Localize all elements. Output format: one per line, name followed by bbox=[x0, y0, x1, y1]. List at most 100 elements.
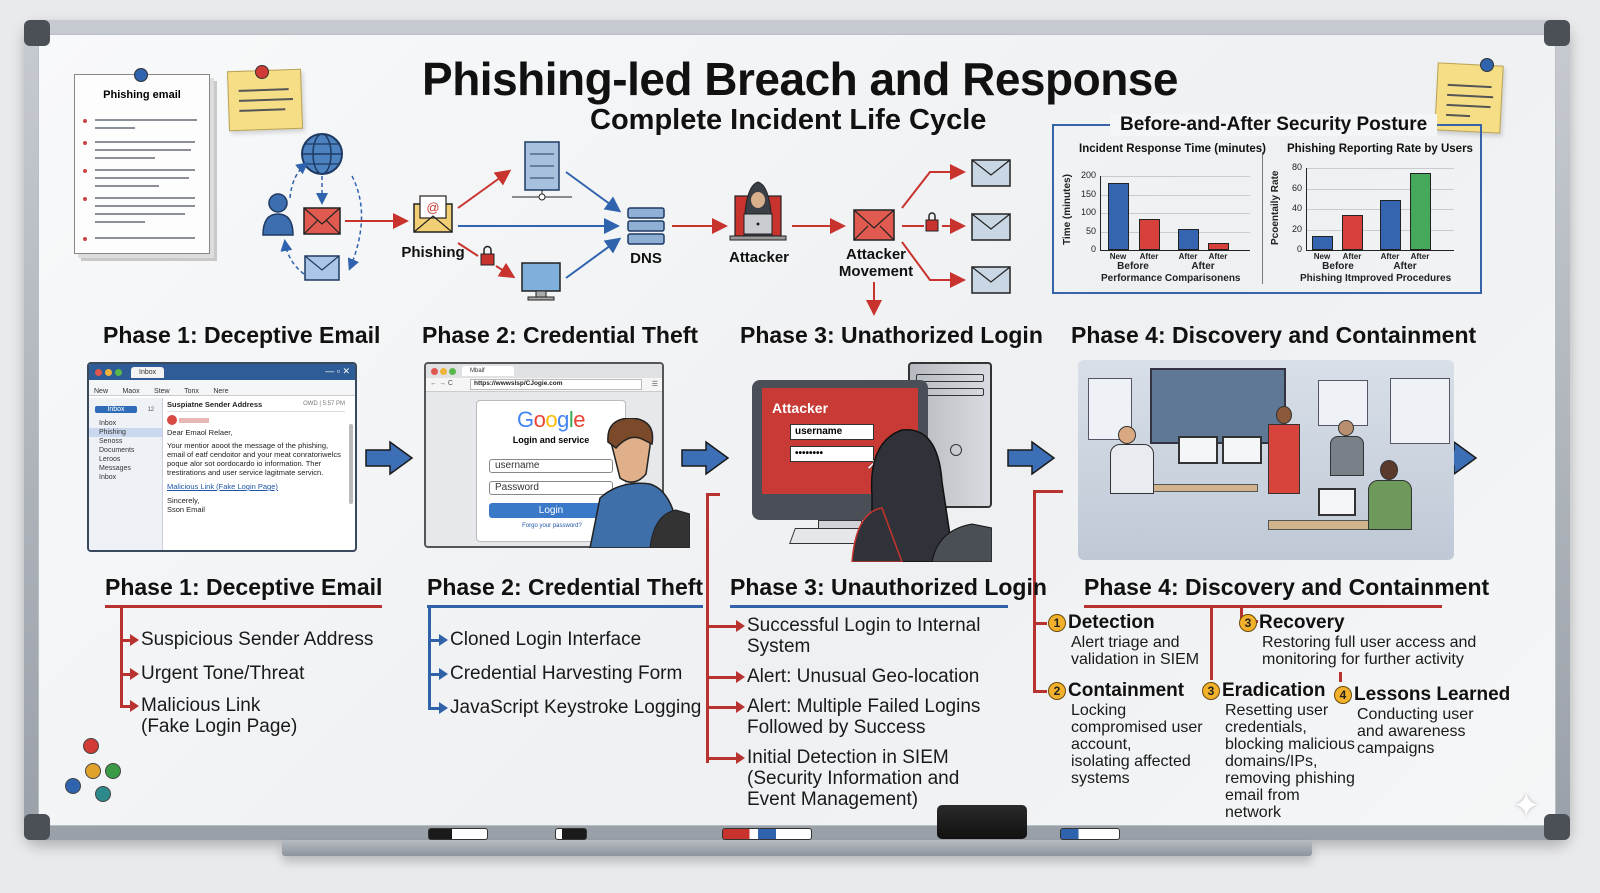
blue-pushpin bbox=[134, 68, 148, 82]
y-tick-label: 200 bbox=[1080, 170, 1096, 180]
power-button[interactable] bbox=[950, 444, 962, 456]
red-magnet[interactable] bbox=[83, 738, 99, 754]
text-line bbox=[95, 119, 197, 121]
phase3-title: Phase 3: Unauthorized Login bbox=[730, 574, 1047, 608]
browser-tab[interactable]: Mbaif bbox=[462, 366, 514, 376]
bullet-item: Alert: Unusual Geo-location bbox=[747, 666, 980, 687]
blue-magnet[interactable] bbox=[65, 778, 81, 794]
username-field[interactable]: username bbox=[489, 459, 613, 473]
phase4-tree-line bbox=[1033, 622, 1047, 625]
bullet-dot bbox=[83, 197, 87, 201]
forgot-password-link[interactable]: Forgo your password? bbox=[522, 523, 582, 529]
step-title: Containment bbox=[1068, 680, 1185, 701]
bullet-dot bbox=[83, 169, 87, 173]
folder-item-phishing[interactable]: Phishing bbox=[89, 428, 162, 437]
step-number-badge: 3 bbox=[1239, 614, 1257, 632]
x-tick-label: After bbox=[1139, 252, 1159, 261]
email-titlebar: Inbox — ▫ ✕ bbox=[89, 364, 355, 380]
gridline bbox=[1100, 231, 1250, 233]
arrow-head-icon bbox=[439, 668, 448, 680]
black-marker-cap[interactable] bbox=[555, 828, 587, 840]
email-signoff: Sincerely, bbox=[167, 496, 200, 506]
password-field[interactable]: Password bbox=[489, 481, 613, 495]
bullet-item: Urgent Tone/Threat bbox=[141, 663, 305, 684]
folder-item[interactable]: Inbox bbox=[99, 420, 117, 427]
phase1-tree-line bbox=[120, 605, 123, 708]
x-group-label: After bbox=[1191, 261, 1215, 272]
folder-item[interactable]: Inbox bbox=[99, 474, 117, 481]
phase1-header: Phase 1: Deceptive Email bbox=[103, 322, 381, 348]
arrow-head-icon bbox=[130, 668, 139, 680]
black-marker[interactable] bbox=[428, 828, 488, 840]
inbox-button[interactable]: Inbox bbox=[95, 406, 137, 413]
bullet-dot bbox=[83, 237, 87, 241]
folder-sidebar: Inbox 12 Inbox Phishing Senoss Documents… bbox=[89, 398, 163, 550]
y-tick-label: 80 bbox=[1291, 162, 1302, 172]
bullet-item: Alert: Multiple Failed Logins Followed b… bbox=[747, 696, 981, 738]
bullet-connector bbox=[706, 757, 737, 760]
nav-back-forward-reload-icon[interactable]: ← → C bbox=[430, 380, 453, 387]
green-magnet[interactable] bbox=[105, 763, 121, 779]
toolbar-new-button[interactable]: New bbox=[94, 388, 109, 395]
maximize-dot[interactable] bbox=[115, 369, 122, 376]
phase4-connector bbox=[1033, 490, 1036, 690]
bullet-connector bbox=[706, 676, 737, 679]
email-tab[interactable]: Inbox bbox=[131, 367, 165, 378]
y-tick-label: 40 bbox=[1291, 203, 1302, 213]
text-line bbox=[95, 197, 195, 199]
phase4-tree-line bbox=[1339, 672, 1342, 682]
menu-icon[interactable]: ☰ bbox=[651, 381, 658, 388]
compromised-email-icon bbox=[853, 209, 895, 241]
hacker-icon bbox=[729, 181, 787, 241]
gridline bbox=[1100, 194, 1250, 196]
orange-magnet[interactable] bbox=[85, 763, 101, 779]
step-desc: Locking compromised user account, isolat… bbox=[1071, 702, 1203, 787]
phase4-header: Phase 4: Discovery and Containment bbox=[1071, 322, 1477, 348]
address-bar[interactable]: https://wwwslsp/CJogie.com bbox=[470, 379, 642, 390]
close-dot[interactable] bbox=[95, 369, 102, 376]
folder-item[interactable]: Leroos bbox=[99, 456, 121, 463]
server-icon bbox=[512, 141, 572, 201]
folder-item[interactable]: Messages bbox=[99, 465, 131, 472]
blue-marker[interactable] bbox=[1060, 828, 1120, 840]
gridline bbox=[1100, 176, 1250, 177]
minimize-dot[interactable] bbox=[105, 369, 112, 376]
toolbar-button[interactable]: Tonx bbox=[184, 388, 199, 395]
bullet-item: Credential Harvesting Form bbox=[450, 663, 683, 684]
chart-title: Incident Response Time (minutes) bbox=[1079, 143, 1267, 155]
analyst-body bbox=[1330, 436, 1364, 476]
malicious-link[interactable]: Malicious Link (Fake Login Page) bbox=[167, 482, 278, 492]
toolbar-button[interactable]: Maox bbox=[122, 388, 140, 395]
x-tick-label: After bbox=[1410, 252, 1430, 261]
sender-address-redacted bbox=[179, 417, 210, 423]
y-tick-label: 60 bbox=[1291, 182, 1302, 193]
chart-divider bbox=[1262, 152, 1263, 284]
login-button[interactable]: Login bbox=[489, 503, 613, 518]
eraser[interactable] bbox=[937, 805, 1027, 839]
x-group-label: After bbox=[1393, 261, 1417, 272]
minimize-dot[interactable] bbox=[440, 368, 447, 375]
x-tick-label: New bbox=[1109, 252, 1127, 261]
folder-item[interactable]: Documents bbox=[99, 447, 135, 454]
teal-magnet[interactable] bbox=[95, 786, 111, 802]
drive-bay bbox=[916, 374, 984, 382]
email-greeting: Dear Emaol Relaer, bbox=[167, 428, 233, 438]
page-subtitle: Complete Incident Life Cycle bbox=[590, 104, 987, 136]
red-blue-markers[interactable] bbox=[722, 828, 812, 840]
email-scrollbar[interactable] bbox=[349, 424, 353, 504]
folder-item[interactable]: Senoss bbox=[99, 438, 123, 445]
close-dot[interactable] bbox=[431, 368, 438, 375]
google-logo: Google bbox=[516, 407, 586, 432]
x-group-label: Before bbox=[1322, 261, 1354, 272]
attacker-username-field[interactable]: username bbox=[790, 424, 874, 440]
maximize-dot[interactable] bbox=[449, 368, 456, 375]
gridline bbox=[1306, 168, 1454, 169]
step-title: Detection bbox=[1068, 612, 1155, 633]
toolbar-button[interactable]: Nere bbox=[213, 388, 229, 395]
step-desc: Conducting user and awareness campaigns bbox=[1357, 706, 1474, 757]
bar bbox=[1410, 173, 1431, 250]
window-controls-icon[interactable]: — ▫ ✕ bbox=[325, 366, 350, 376]
attacker-password-field[interactable]: •••••••• bbox=[790, 446, 874, 462]
toolbar-button[interactable]: Stew bbox=[154, 388, 170, 395]
